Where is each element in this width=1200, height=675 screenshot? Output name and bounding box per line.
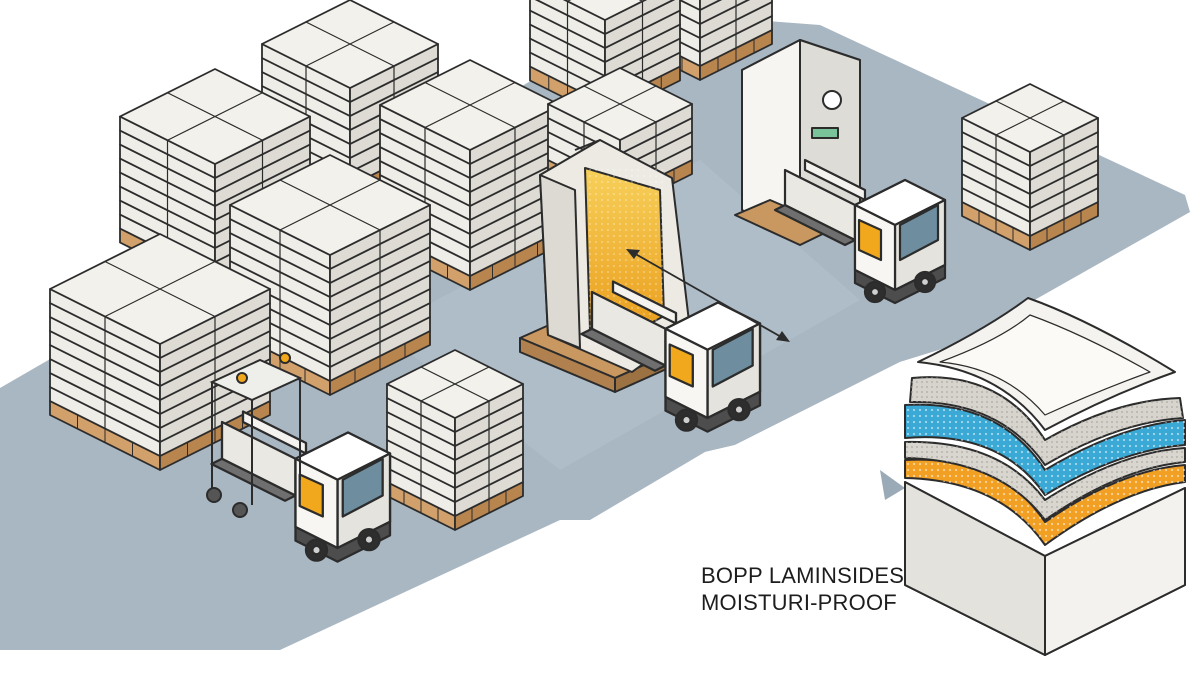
caption-line-1: BOPP LAMINSIDES (701, 563, 905, 588)
agv-forklift-icon-right (773, 158, 947, 305)
lift-frame-icon (206, 352, 303, 518)
pallet-stack-group (49, 0, 1099, 531)
pallet-stack-left-front (229, 154, 431, 396)
arrow-icon (626, 249, 790, 342)
agv-forklift-icon-center (580, 280, 762, 433)
pallet-stack-right (961, 83, 1099, 251)
caption-line-2: MOISTURI-PROOF (701, 590, 897, 615)
laminate-layers-icon (904, 297, 1186, 656)
agv-forklift-icon-left (210, 410, 392, 563)
callout-wedge (705, 345, 955, 500)
laminate-caption: BOPP LAMINSIDES MOISTURI-PROOF (701, 562, 904, 616)
callout-arrow-tip (880, 470, 905, 500)
pallet-stack-front-small (386, 349, 524, 531)
pallet-stack-far-left (49, 233, 271, 471)
agv-fleet (210, 158, 947, 563)
